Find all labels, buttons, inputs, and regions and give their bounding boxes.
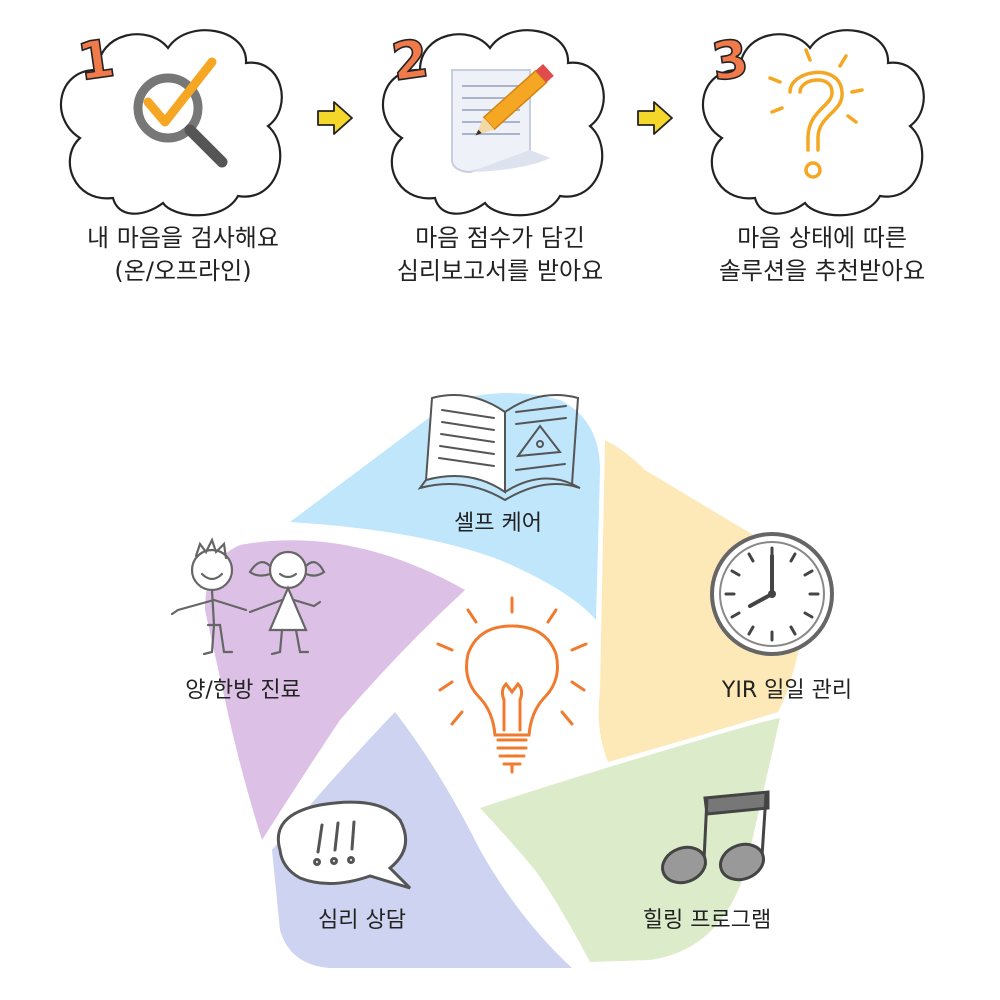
segment-counseling bbox=[272, 712, 572, 968]
speech-bubble-icon bbox=[277, 800, 412, 890]
segment-label-healing: 힐링 프로그램 bbox=[642, 908, 772, 933]
segment-daily bbox=[598, 440, 802, 762]
step-1-label: 내 마음을 검사해요 (온/오프라인) bbox=[33, 222, 333, 288]
step-2-number: 2 bbox=[388, 29, 432, 93]
step-1-line-1: 내 마음을 검사해요 bbox=[87, 224, 279, 252]
kids-icon bbox=[170, 537, 326, 656]
magnifier-check-icon bbox=[133, 57, 228, 168]
segment-label-daily: YIR 일일 관리 bbox=[721, 678, 853, 703]
segment-medical bbox=[205, 540, 465, 840]
step-2-label: 마음 점수가 담긴 심리보고서를 받아요 bbox=[350, 222, 650, 288]
light-bulb-icon bbox=[436, 596, 588, 774]
segment-label-counseling: 심리 상담 bbox=[318, 908, 406, 933]
step-3-label: 마음 상태에 따른 솔루션을 추천받아요 bbox=[672, 222, 972, 288]
report-pencil-icon bbox=[451, 63, 554, 174]
step-3-line-2: 솔루션을 추천받아요 bbox=[718, 257, 926, 285]
step-2-line-1: 마음 점수가 담긴 bbox=[415, 224, 585, 252]
music-note-icon bbox=[661, 790, 770, 885]
question-mark-icon bbox=[768, 48, 864, 179]
process-steps: 1 2 bbox=[59, 28, 925, 217]
open-book-icon bbox=[417, 394, 581, 502]
arrow-right-icon bbox=[637, 101, 673, 135]
arrow-right-icon bbox=[317, 101, 353, 135]
step-2-line-2: 심리보고서를 받아요 bbox=[396, 257, 604, 285]
segment-healing bbox=[480, 718, 780, 962]
segment-label-self-care: 셀프 케어 bbox=[454, 511, 542, 536]
step-1-line-2: (온/오프라인) bbox=[114, 257, 252, 285]
segment-label-medical: 양/한방 진료 bbox=[185, 678, 301, 703]
step-3-line-1: 마음 상태에 따른 bbox=[737, 224, 907, 252]
clock-icon bbox=[710, 532, 834, 656]
